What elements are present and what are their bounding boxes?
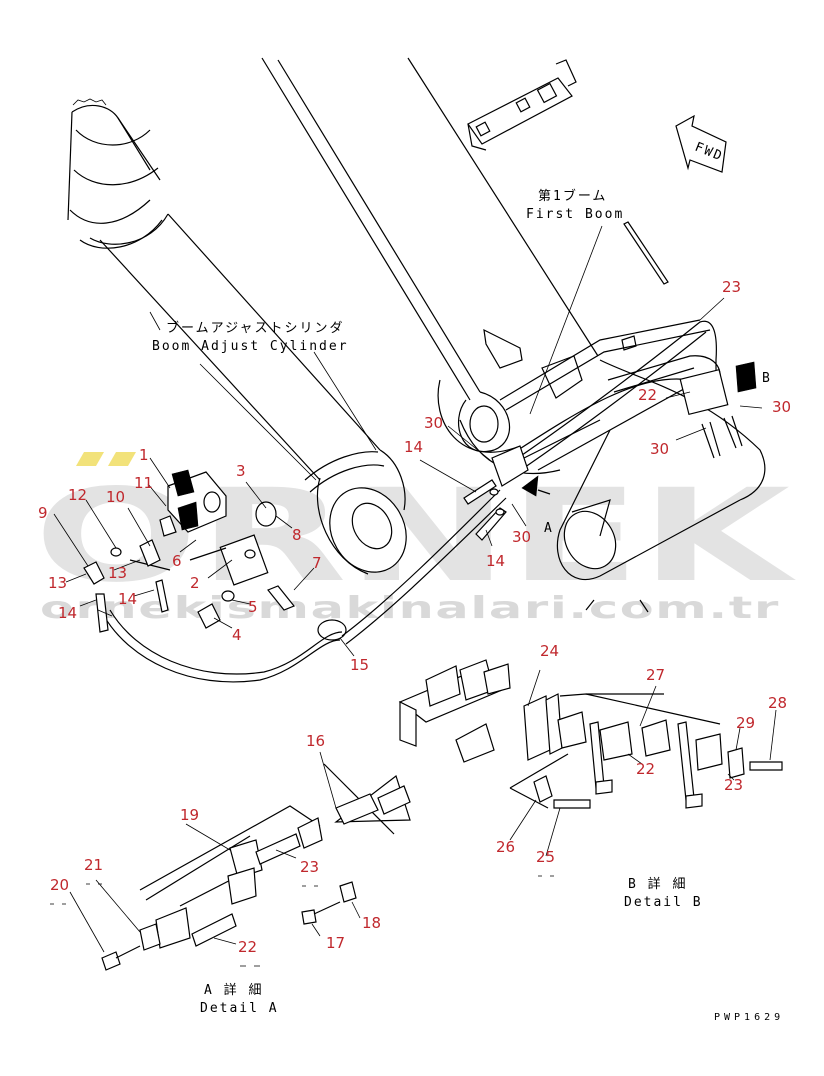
fwd-label: FWD [693, 140, 726, 165]
callout-dashes [50, 875, 554, 967]
callout-4: 4 [232, 626, 242, 644]
leader-lines [53, 225, 763, 657]
callout-21: 21 [84, 856, 103, 874]
callout-27: 27 [646, 666, 665, 684]
callout-14a: 14 [58, 604, 77, 622]
callout-5: 5 [248, 598, 258, 616]
fittings-cluster [83, 445, 649, 633]
callout-2: 2 [190, 574, 200, 592]
callout-28: 28 [768, 694, 787, 712]
detail-b-jp-label: B 詳 細 [628, 876, 687, 892]
first-boom-en-label: First Boom [526, 207, 624, 222]
first-boom-jp-label: 第1ブーム [538, 188, 607, 204]
detail-a-en-label: Detail A [200, 1001, 279, 1016]
callout-23a: 23 [300, 858, 319, 876]
callout-14b: 14 [118, 590, 137, 608]
callout-19: 19 [180, 806, 199, 824]
boom-adjust-cylinder [67, 98, 407, 575]
callout-23b: 23 [722, 278, 741, 296]
callout-15: 15 [350, 656, 369, 674]
callout-18: 18 [362, 914, 381, 932]
callout-29: 29 [736, 714, 755, 732]
callout-30b: 30 [772, 398, 791, 416]
callout-10: 10 [106, 488, 125, 506]
callout-13b: 13 [108, 564, 127, 582]
callout-16: 16 [306, 732, 325, 750]
detail-a-jp-label: A 詳 細 [204, 982, 263, 998]
callout-3: 3 [236, 462, 246, 480]
callout-7: 7 [312, 554, 322, 572]
callout-20: 20 [50, 876, 69, 894]
first-boom [261, 57, 766, 581]
callout-1: 1 [139, 446, 149, 464]
callout-12: 12 [68, 486, 87, 504]
callout-30c: 30 [650, 440, 669, 458]
callout-8: 8 [292, 526, 302, 544]
callout-22a: 22 [238, 938, 257, 956]
cylinder-en-label: Boom Adjust Cylinder [152, 339, 349, 354]
callout-22b: 22 [638, 386, 657, 404]
callout-30d: 30 [512, 528, 531, 546]
drawing-code: PWP1629 [714, 1012, 784, 1023]
detail-b-illustration [398, 659, 783, 857]
hose-routing [103, 320, 757, 683]
callout-22c: 22 [636, 760, 655, 778]
cylinder-jp-label: ブームアジャストシリンダ [166, 320, 344, 336]
callout-9: 9 [38, 504, 48, 522]
callout-24: 24 [540, 642, 559, 660]
view-a-marker: A [544, 521, 554, 536]
callout-23c: 23 [724, 776, 743, 794]
part-callouts: 1 2 3 4 5 6 7 8 9 10 11 12 13 13 14 14 1… [38, 278, 791, 956]
callout-13a: 13 [48, 574, 67, 592]
callout-11: 11 [134, 474, 153, 492]
callout-26: 26 [496, 838, 515, 856]
callout-14c: 14 [404, 438, 423, 456]
view-b-marker: B [762, 371, 772, 386]
detail-a-illustration [69, 751, 411, 971]
watermark-url: ornekismakinalari.com.tr [40, 591, 780, 626]
callout-14d: 14 [486, 552, 505, 570]
callout-6: 6 [172, 552, 182, 570]
callout-30a: 30 [424, 414, 443, 432]
detail-b-en-label: Detail B [624, 895, 703, 910]
callout-17: 17 [326, 934, 345, 952]
fwd-arrow-icon: FWD [675, 114, 727, 173]
callout-25: 25 [536, 848, 555, 866]
